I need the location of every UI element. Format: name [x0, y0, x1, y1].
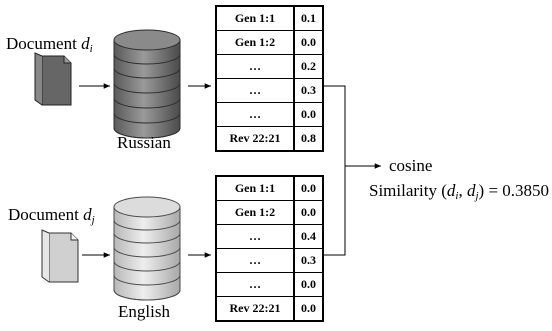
weight-value-cell: 0.1	[293, 5, 324, 31]
corpus-label-english: English	[118, 302, 170, 321]
verse-key-cell: …	[215, 78, 295, 103]
verse-key-cell: Rev 22:21	[215, 126, 295, 152]
cosine-label: cosine	[389, 156, 433, 175]
weight-value-cell: 0.3	[293, 248, 324, 273]
similarity-result: Similarity (di, dj) = 0.3850	[369, 181, 550, 202]
table-row: …0.0	[215, 102, 324, 127]
verse-key-cell: Gen 1:1	[215, 175, 295, 201]
document-icon-russian	[34, 52, 72, 106]
connector-english-to-cosine	[324, 166, 346, 256]
weight-value-cell: 0.0	[293, 102, 324, 127]
verse-key-cell: Gen 1:2	[215, 200, 295, 225]
table-row: …0.3	[215, 78, 324, 103]
database-icon-russian	[113, 29, 181, 139]
verse-key-cell: Rev 22:21	[215, 296, 295, 322]
verse-key-cell: …	[215, 248, 295, 273]
weight-value-cell: 0.0	[293, 296, 324, 322]
verse-key-cell: …	[215, 224, 295, 249]
weight-value-cell: 0.3	[293, 78, 324, 103]
weight-value-cell: 0.0	[293, 272, 324, 297]
verse-key-cell: …	[215, 272, 295, 297]
weight-value-cell: 0.4	[293, 224, 324, 249]
table-row: …0.2	[215, 54, 324, 79]
table-row: …0.3	[215, 248, 324, 273]
document-label-russian: Document di	[6, 34, 93, 55]
table-row: …0.0	[215, 272, 324, 297]
weight-value-cell: 0.0	[293, 30, 324, 55]
weight-value-cell: 0.0	[293, 175, 324, 201]
verse-key-cell: Gen 1:2	[215, 30, 295, 55]
document-icon-english	[41, 229, 79, 283]
connector-russian-to-cosine	[324, 85, 346, 166]
document-label-english: Document dj	[8, 205, 95, 226]
weight-value-cell: 0.2	[293, 54, 324, 79]
weight-value-cell: 0.8	[293, 126, 324, 152]
database-icon-english	[113, 196, 181, 301]
verse-key-cell: …	[215, 54, 295, 79]
corpus-label-russian: Russian	[117, 133, 171, 152]
weight-value-cell: 0.0	[293, 200, 324, 225]
verse-key-cell: Gen 1:1	[215, 5, 295, 31]
verse-key-cell: …	[215, 102, 295, 127]
table-row: …0.4	[215, 224, 324, 249]
